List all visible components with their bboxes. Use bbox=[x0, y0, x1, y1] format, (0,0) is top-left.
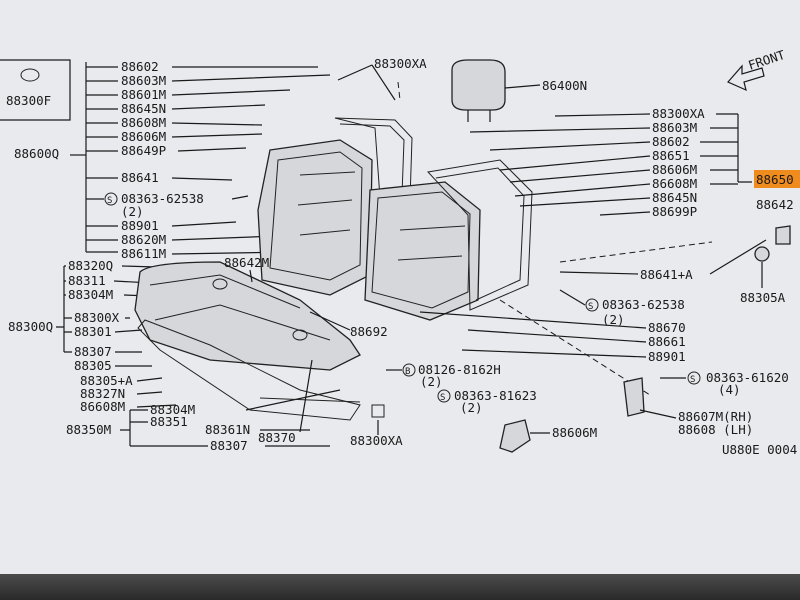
label-88307: 88307 bbox=[74, 344, 112, 359]
label-88642-side: 88642 bbox=[756, 197, 794, 212]
label-88300xa-top: 88300XA bbox=[374, 56, 427, 71]
hinge-part-r bbox=[623, 377, 645, 417]
label-88608m: 88608M bbox=[121, 115, 166, 130]
label-88641: 88641 bbox=[121, 170, 159, 185]
front-label: FRONT bbox=[746, 47, 787, 73]
s-mark-text-3: S bbox=[588, 302, 593, 312]
nut-part bbox=[371, 404, 385, 418]
cushion-frame bbox=[137, 319, 361, 421]
b-bolt-icon bbox=[402, 363, 416, 377]
headrest-part bbox=[451, 59, 506, 122]
label-88327n: 88327N bbox=[80, 386, 125, 401]
plug-part bbox=[20, 68, 40, 82]
label-88602: 88602 bbox=[121, 59, 159, 74]
label-88304m-b: 88304M bbox=[150, 402, 195, 417]
label-88311: 88311 bbox=[68, 273, 106, 288]
highlight-marker bbox=[754, 170, 800, 188]
label-08363-81623: 08363-81623 bbox=[454, 388, 537, 403]
label-88645n-r: 88645N bbox=[652, 190, 697, 205]
label-cushion-group: 88300Q bbox=[8, 319, 53, 334]
b-mark-text: B bbox=[405, 367, 410, 377]
label-88300xa-b: 88300XA bbox=[350, 433, 403, 448]
label-88601m: 88601M bbox=[121, 87, 166, 102]
seat-back-right bbox=[364, 181, 481, 321]
label-88603m: 88603M bbox=[121, 73, 166, 88]
left-upper-bracket bbox=[70, 62, 331, 255]
label-88602-r: 88602 bbox=[652, 134, 690, 149]
side-clip-part bbox=[775, 225, 791, 245]
label-qty-2-b: (2) bbox=[420, 374, 443, 389]
label-88603m-r: 88603M bbox=[652, 120, 697, 135]
right-bracket bbox=[469, 113, 752, 216]
label-88649p: 88649P bbox=[121, 143, 166, 158]
s-bolt-icon-3 bbox=[585, 298, 599, 312]
label-88320q: 88320Q bbox=[68, 258, 113, 273]
s-mark-text: S bbox=[107, 196, 112, 206]
seat-back-frame-right bbox=[427, 159, 533, 311]
label-seat-frame: 88600Q bbox=[14, 146, 59, 161]
label-88305: 88305 bbox=[74, 358, 112, 373]
label-88370: 88370 bbox=[258, 430, 296, 445]
label-86608m-r: 86608M bbox=[652, 176, 697, 191]
drawing-code: U880E 0004 bbox=[722, 442, 797, 457]
label-88901-r: 88901 bbox=[648, 349, 686, 364]
label-08126-8162h: 08126-8162H bbox=[418, 362, 501, 377]
callout-box-frame bbox=[0, 59, 71, 121]
front-arrow-icon bbox=[727, 64, 765, 92]
label-qty-4: (4) bbox=[718, 382, 741, 397]
label-08363-62538-r: 08363-62538 bbox=[602, 297, 685, 312]
s-bolt-icon bbox=[104, 192, 118, 206]
label-88361n: 88361N bbox=[205, 422, 250, 437]
label-88699p: 88699P bbox=[652, 204, 697, 219]
label-88661: 88661 bbox=[648, 334, 686, 349]
label-08363-61620: 08363-61620 bbox=[706, 370, 789, 385]
label-88901: 88901 bbox=[121, 218, 159, 233]
label-88651: 88651 bbox=[652, 148, 690, 163]
s-bolt-icon-4 bbox=[687, 371, 701, 385]
hinge-bracket-part bbox=[499, 419, 531, 453]
bolt-part-r bbox=[754, 246, 770, 262]
label-88641a: 88641+A bbox=[640, 267, 693, 282]
label-qty-2-r: (2) bbox=[602, 312, 625, 327]
label-88608-lh: 88608 (LH) bbox=[678, 422, 753, 437]
label-88301: 88301 bbox=[74, 324, 112, 339]
label-88607m-rh: 88607M(RH) bbox=[678, 409, 753, 424]
label-88642m: 88642M bbox=[224, 255, 269, 270]
label-qty-2-left: (2) bbox=[121, 204, 144, 219]
label-88307-b: 88307 bbox=[210, 438, 248, 453]
label-88670: 88670 bbox=[648, 320, 686, 335]
s-mark-text-2: S bbox=[440, 393, 445, 403]
label-88650-highlight: 88650 bbox=[756, 172, 794, 187]
label-88611m: 88611M bbox=[121, 246, 166, 261]
label-88692: 88692 bbox=[350, 324, 388, 339]
label-88645n: 88645N bbox=[121, 101, 166, 116]
label-88606m: 88606M bbox=[121, 129, 166, 144]
label-88300x: 88300X bbox=[74, 310, 120, 325]
label-08363-62538: 08363-62538 bbox=[121, 191, 204, 206]
seat-cushion bbox=[134, 261, 361, 371]
bottom-bracket bbox=[120, 389, 341, 447]
label-88305a: 88305A bbox=[740, 290, 786, 305]
s-bolt-icon-2 bbox=[437, 389, 451, 403]
seat-back-left bbox=[257, 139, 373, 296]
label-88606m-c: 88606M bbox=[552, 425, 597, 440]
label-86608m: 86608M bbox=[80, 399, 125, 414]
parts-diagram-screen: 88300F FRONT 88602 88603M 88601M 88645N … bbox=[0, 0, 800, 575]
seat-parts-diagram: 88300F FRONT 88602 88603M 88601M 88645N … bbox=[0, 47, 800, 457]
monitor-bezel bbox=[0, 574, 800, 600]
label-qty-2-c: (2) bbox=[460, 400, 483, 415]
label-88351: 88351 bbox=[150, 414, 188, 429]
label-86400n: 86400N bbox=[542, 78, 587, 93]
label-88305a: 88305+A bbox=[80, 373, 133, 388]
label-bottom-group: 88350M bbox=[66, 422, 111, 437]
label-88300xa-r: 88300XA bbox=[652, 106, 705, 121]
label-88620m: 88620M bbox=[121, 232, 166, 247]
label-88606m-r: 88606M bbox=[652, 162, 697, 177]
s-mark-text-4: S bbox=[690, 375, 695, 385]
callout-box-label: 88300F bbox=[6, 93, 51, 108]
label-88304m: 88304M bbox=[68, 287, 113, 302]
